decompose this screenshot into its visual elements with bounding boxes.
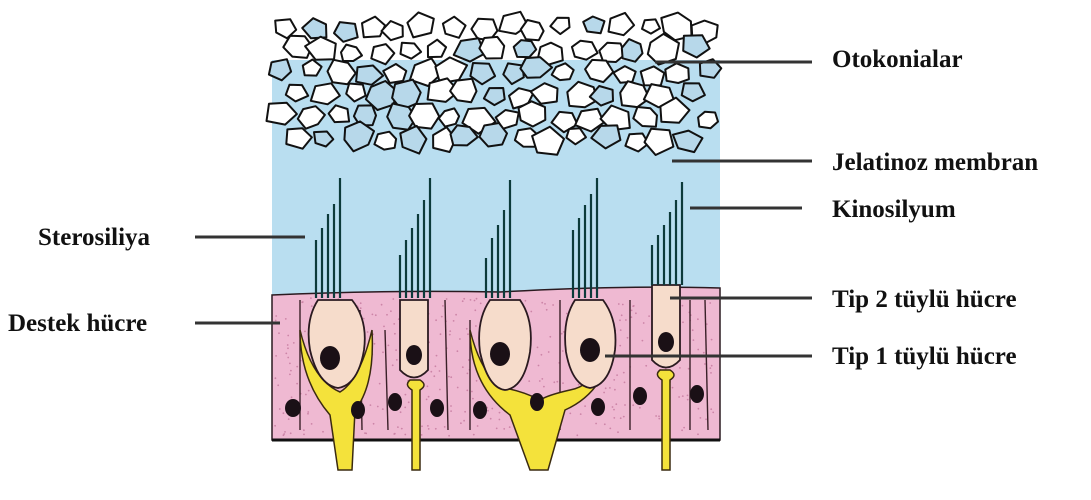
otoconia-crystal — [443, 17, 466, 38]
otoconia-crystal — [362, 17, 385, 38]
otoconia-crystal — [583, 17, 604, 34]
otoconia-crystal — [642, 19, 660, 33]
otoconia-crystal — [401, 43, 422, 59]
otoconia-crystal — [428, 40, 446, 57]
otoconia-crystal — [550, 18, 569, 34]
otoconia-crystal — [334, 22, 358, 42]
otoconia-crystal — [609, 13, 635, 35]
label-tip1-tuylu-hucre: Tip 1 tüylü hücre — [832, 344, 1017, 369]
otoconia-crystal — [479, 37, 504, 59]
label-jelatinoz-membran: Jelatinoz membran — [832, 150, 1038, 175]
otoconia-crystal — [572, 41, 598, 60]
label-kinosilyum: Kinosilyum — [832, 197, 956, 222]
otoconia-crystal — [407, 12, 433, 37]
label-tip2-tuylu-hucre: Tip 2 tüylü hücre — [832, 287, 1017, 312]
otoconia-crystal — [302, 18, 326, 38]
otoconia-crystal — [521, 20, 544, 40]
label-sterosiliya: Sterosiliya — [38, 225, 150, 250]
label-otokonialar: Otokonialar — [832, 47, 963, 72]
otoconia-crystal — [409, 104, 439, 129]
otoconia-crystal — [305, 37, 336, 60]
otoconia-crystal — [341, 45, 362, 61]
otoconia-crystal — [622, 39, 643, 62]
otoconia-crystal — [374, 132, 396, 150]
otoconia-crystal — [514, 40, 537, 57]
label-destek-hucre: Destek hücre — [8, 311, 147, 336]
type2-hair-cell-a — [400, 300, 428, 378]
